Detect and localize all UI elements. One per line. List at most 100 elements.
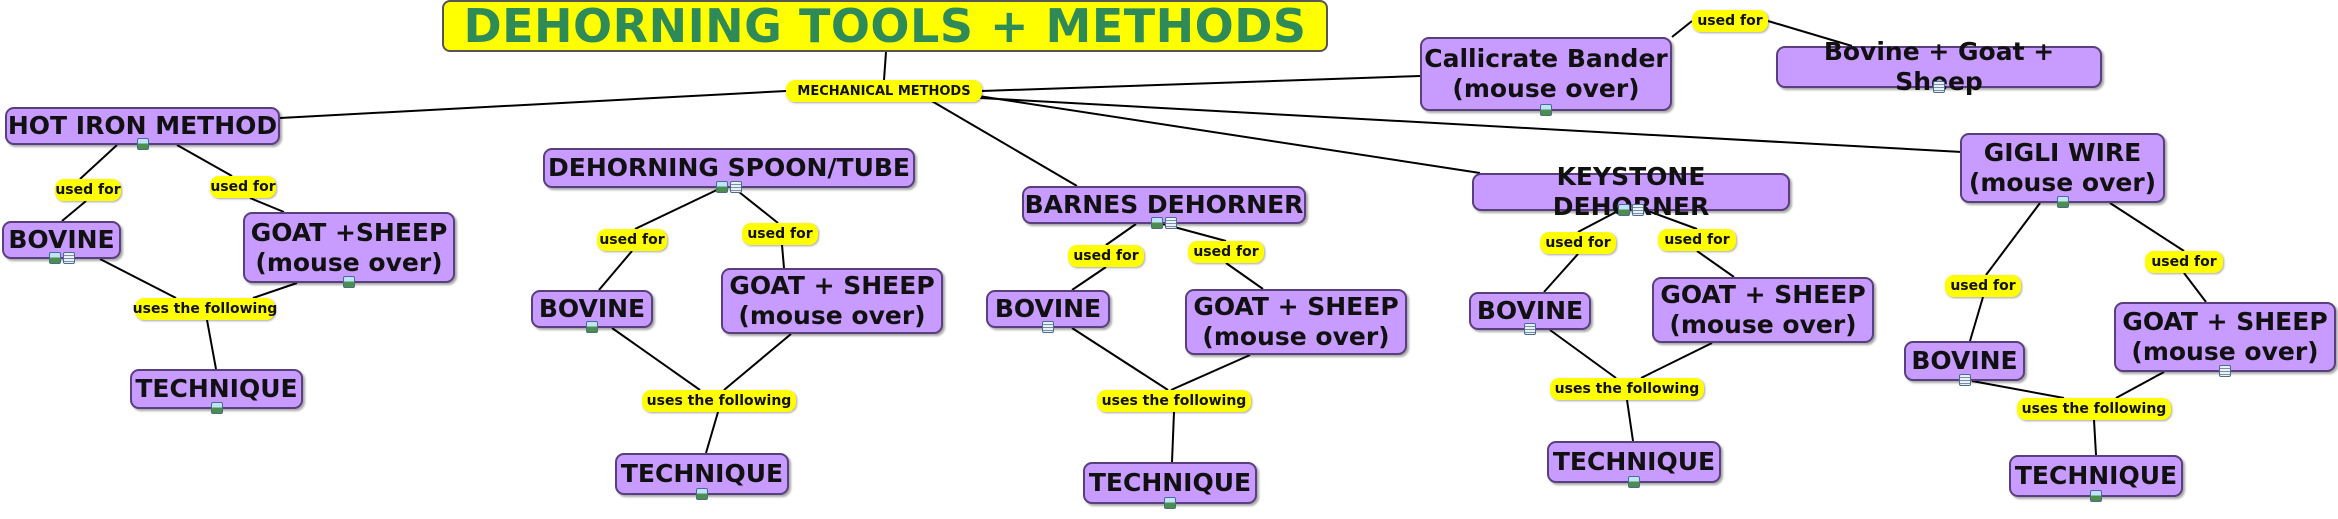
connector-line <box>634 187 722 230</box>
image-resource-icon[interactable] <box>1628 476 1640 488</box>
link-used-for: used for <box>1658 229 1736 251</box>
node-goat-sheep: GOAT + SHEEP (mouse over) <box>1652 277 1874 343</box>
resource-icons <box>1628 476 1640 488</box>
link-used-for: used for <box>1945 275 2021 297</box>
connector-line <box>1696 250 1735 278</box>
connector-line <box>1225 262 1264 290</box>
document-resource-icon[interactable] <box>730 181 742 193</box>
image-resource-icon[interactable] <box>586 321 598 333</box>
connector-line <box>2093 419 2097 456</box>
node-goat-sheep: GOAT + SHEEP (mouse over) <box>2114 302 2336 372</box>
image-resource-icon[interactable] <box>136 138 149 150</box>
image-resource-icon[interactable] <box>2090 490 2102 502</box>
connector-line <box>971 94 1481 174</box>
node-dehorning-spoon-tube: DEHORNING SPOON/TUBE <box>543 148 915 188</box>
link-used-for: used for <box>55 179 121 201</box>
node-technique: TECHNIQUE <box>615 453 789 495</box>
resource-icons <box>1524 323 1536 335</box>
node-goat-sheep[interactable]: GOAT +SHEEP (mouse over) <box>243 212 455 283</box>
resource-icons <box>343 276 355 288</box>
connector-line <box>1671 20 1693 38</box>
node-technique: TECHNIQUE <box>2009 455 2183 497</box>
connector-line <box>733 187 779 224</box>
connector-line <box>1105 223 1137 246</box>
node-gigli-wire[interactable]: GIGLI WIRE (mouse over) <box>1960 133 2165 203</box>
node-keystone-dehorner: KEYSTONE DEHORNER <box>1472 162 1790 221</box>
connector-line <box>883 51 887 81</box>
link-used-for: used for <box>210 176 276 198</box>
connector-line <box>1549 329 1617 379</box>
node-callicrate-bander[interactable]: Callicrate Bander (mouse over) <box>1420 37 1672 111</box>
connector-line <box>2183 272 2207 303</box>
connector-line <box>723 333 792 391</box>
connector-line <box>252 282 298 299</box>
document-resource-icon[interactable] <box>1524 323 1536 335</box>
node-goat-sheep: GOAT + SHEEP (mouse over) <box>721 268 943 334</box>
connector-line <box>1969 296 1984 342</box>
connector-line <box>206 319 217 370</box>
connector-line <box>1647 210 1698 230</box>
connector-line <box>1626 399 1634 442</box>
link-used-for: used for <box>1692 10 1768 32</box>
image-resource-icon[interactable] <box>48 252 61 264</box>
image-resource-icon[interactable] <box>1618 204 1630 216</box>
node-mechanical-methods: MECHANICAL METHODS <box>786 80 982 102</box>
connector-line <box>1543 253 1579 293</box>
resource-icons <box>48 252 75 264</box>
resource-icons <box>2219 365 2231 377</box>
resource-icons <box>1042 321 1054 333</box>
image-resource-icon[interactable] <box>1164 497 1176 509</box>
connector-line <box>1071 327 1169 391</box>
link-uses-the-following: uses the following <box>1550 378 1704 400</box>
document-resource-icon[interactable] <box>1632 204 1644 216</box>
resource-icons <box>696 488 708 500</box>
link-uses-the-following: uses the following <box>1097 390 1251 412</box>
resource-icons <box>2056 196 2069 208</box>
connector-line <box>1170 354 1251 391</box>
connector-line <box>279 90 787 119</box>
resource-icons <box>1933 81 1945 93</box>
node-technique: TECHNIQUE <box>1547 441 1721 483</box>
document-resource-icon[interactable] <box>1042 321 1054 333</box>
document-resource-icon[interactable] <box>1933 81 1945 93</box>
connector-line <box>981 75 1421 92</box>
document-resource-icon[interactable] <box>62 252 75 264</box>
connector-line <box>2115 371 2165 399</box>
connector-line <box>598 250 633 291</box>
resource-icons <box>1151 217 1177 229</box>
node-barnes-dehorner: BARNES DEHORNER <box>1022 186 1306 224</box>
resource-icons <box>2090 490 2102 502</box>
connector-line <box>249 197 285 213</box>
connector-line <box>1171 411 1175 463</box>
connector-line <box>1985 202 2041 276</box>
node-bovine: BOVINE <box>2 221 121 259</box>
map-title: DEHORNING TOOLS + METHODS <box>442 0 1328 53</box>
node-goat-sheep: GOAT + SHEEP (mouse over) <box>1185 289 1407 355</box>
node-hot-iron-method: HOT IRON METHOD <box>5 107 280 145</box>
image-resource-icon[interactable] <box>2056 196 2069 208</box>
connector-line <box>79 144 118 180</box>
resource-icons <box>1958 374 1971 386</box>
image-resource-icon[interactable] <box>1151 217 1163 229</box>
image-resource-icon[interactable] <box>696 488 708 500</box>
resource-icons <box>1618 204 1644 216</box>
resource-icons <box>210 402 223 414</box>
image-resource-icon[interactable] <box>716 181 728 193</box>
document-resource-icon[interactable] <box>2219 365 2231 377</box>
image-resource-icon[interactable] <box>210 402 223 414</box>
node-technique: TECHNIQUE <box>1083 462 1257 504</box>
link-uses-the-following: uses the following <box>642 390 796 412</box>
link-used-for: used for <box>1188 241 1264 263</box>
resource-icons <box>586 321 598 333</box>
connector-line <box>611 327 701 391</box>
image-resource-icon[interactable] <box>1540 104 1552 116</box>
connector-line <box>1071 266 1107 291</box>
image-resource-icon[interactable] <box>343 276 355 288</box>
document-resource-icon[interactable] <box>1958 374 1971 386</box>
connector-line <box>176 144 233 177</box>
link-used-for: used for <box>597 229 667 251</box>
node-bovine: BOVINE <box>1469 292 1591 330</box>
document-resource-icon[interactable] <box>1165 217 1177 229</box>
connector-line <box>2109 202 2185 252</box>
